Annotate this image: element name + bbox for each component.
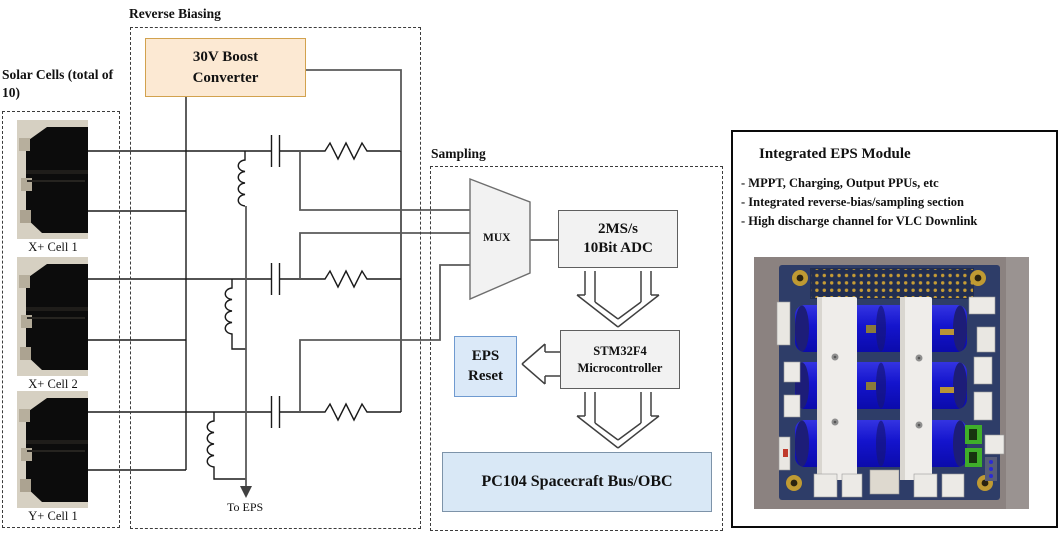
eps-module-bullets: - MPPT, Charging, Output PPUs, etc - Int… <box>741 174 1056 230</box>
solar-cells-label: Solar Cells (total of 10) <box>2 67 114 100</box>
pin-header-grid <box>811 269 973 298</box>
mux-label: MUX <box>483 232 511 244</box>
bullet-item: - MPPT, Charging, Output PPUs, etc <box>741 176 939 190</box>
pc104-bus-box: PC104 Spacecraft Bus/OBC <box>442 452 712 512</box>
to-eps-arrowhead-icon <box>240 486 252 498</box>
row3-line <box>88 402 401 422</box>
solar-cell-photo-1 <box>17 120 88 239</box>
mux-input3-wire <box>299 264 470 412</box>
eps-module-title: Integrated EPS Module <box>759 146 911 162</box>
inductor-icon <box>224 279 246 350</box>
capacitor-icon <box>270 263 281 295</box>
eps-pcb-photo <box>754 257 1029 509</box>
reverse-biasing-box <box>130 27 421 529</box>
board-connectors <box>776 296 1005 498</box>
cell-label: X+ Cell 1 <box>28 240 78 254</box>
row1-line <box>88 141 401 161</box>
mux-input1-wire <box>299 151 470 211</box>
inductor-icon <box>206 412 246 480</box>
eps-reset-box: EPS Reset <box>454 336 517 397</box>
mcu-to-epsreset-left-arrow-icon <box>521 343 560 385</box>
solar-cell-photo-3 <box>17 391 88 508</box>
mcu-to-pc104-down-arrow-icon <box>576 392 660 449</box>
boost-converter-box: 30V Boost Converter <box>145 38 306 97</box>
adc-to-mcu-down-arrow-icon <box>576 271 660 328</box>
cell-label: Y+ Cell 1 <box>28 509 78 523</box>
to-eps-label: To EPS <box>227 500 264 514</box>
mounting-holes <box>786 270 993 491</box>
sampling-box <box>430 166 723 531</box>
misc-components <box>783 325 997 481</box>
solar-cells-box <box>2 111 120 528</box>
integrated-eps-module-box: Integrated EPS Module - MPPT, Charging, … <box>731 130 1058 528</box>
mux-input2-wire <box>299 232 470 279</box>
bullet-item: - High discharge channel for VLC Downlin… <box>741 213 978 228</box>
microcontroller-box: STM32F4 Microcontroller <box>560 330 680 389</box>
row2-line <box>88 269 401 289</box>
green-connectors <box>965 425 982 467</box>
cell-label: X+ Cell 2 <box>28 377 78 391</box>
gray-wires <box>240 69 558 498</box>
capacitor-icon <box>270 135 281 167</box>
mounting-straps <box>817 297 932 480</box>
capacitor-icon <box>270 396 281 428</box>
mux-shape <box>469 177 531 301</box>
sampling-label: Sampling <box>431 146 486 161</box>
reverse-biasing-label: Reverse Biasing <box>129 6 221 21</box>
inductor-icon <box>237 151 246 207</box>
bullet-item: - Integrated reverse-bias/sampling secti… <box>741 194 965 209</box>
reverse-bias-circuit <box>88 97 402 480</box>
adc-box: 2MS/s 10Bit ADC <box>558 210 678 268</box>
boost-output-wire <box>306 69 402 151</box>
solar-cell-photo-2 <box>17 257 88 376</box>
